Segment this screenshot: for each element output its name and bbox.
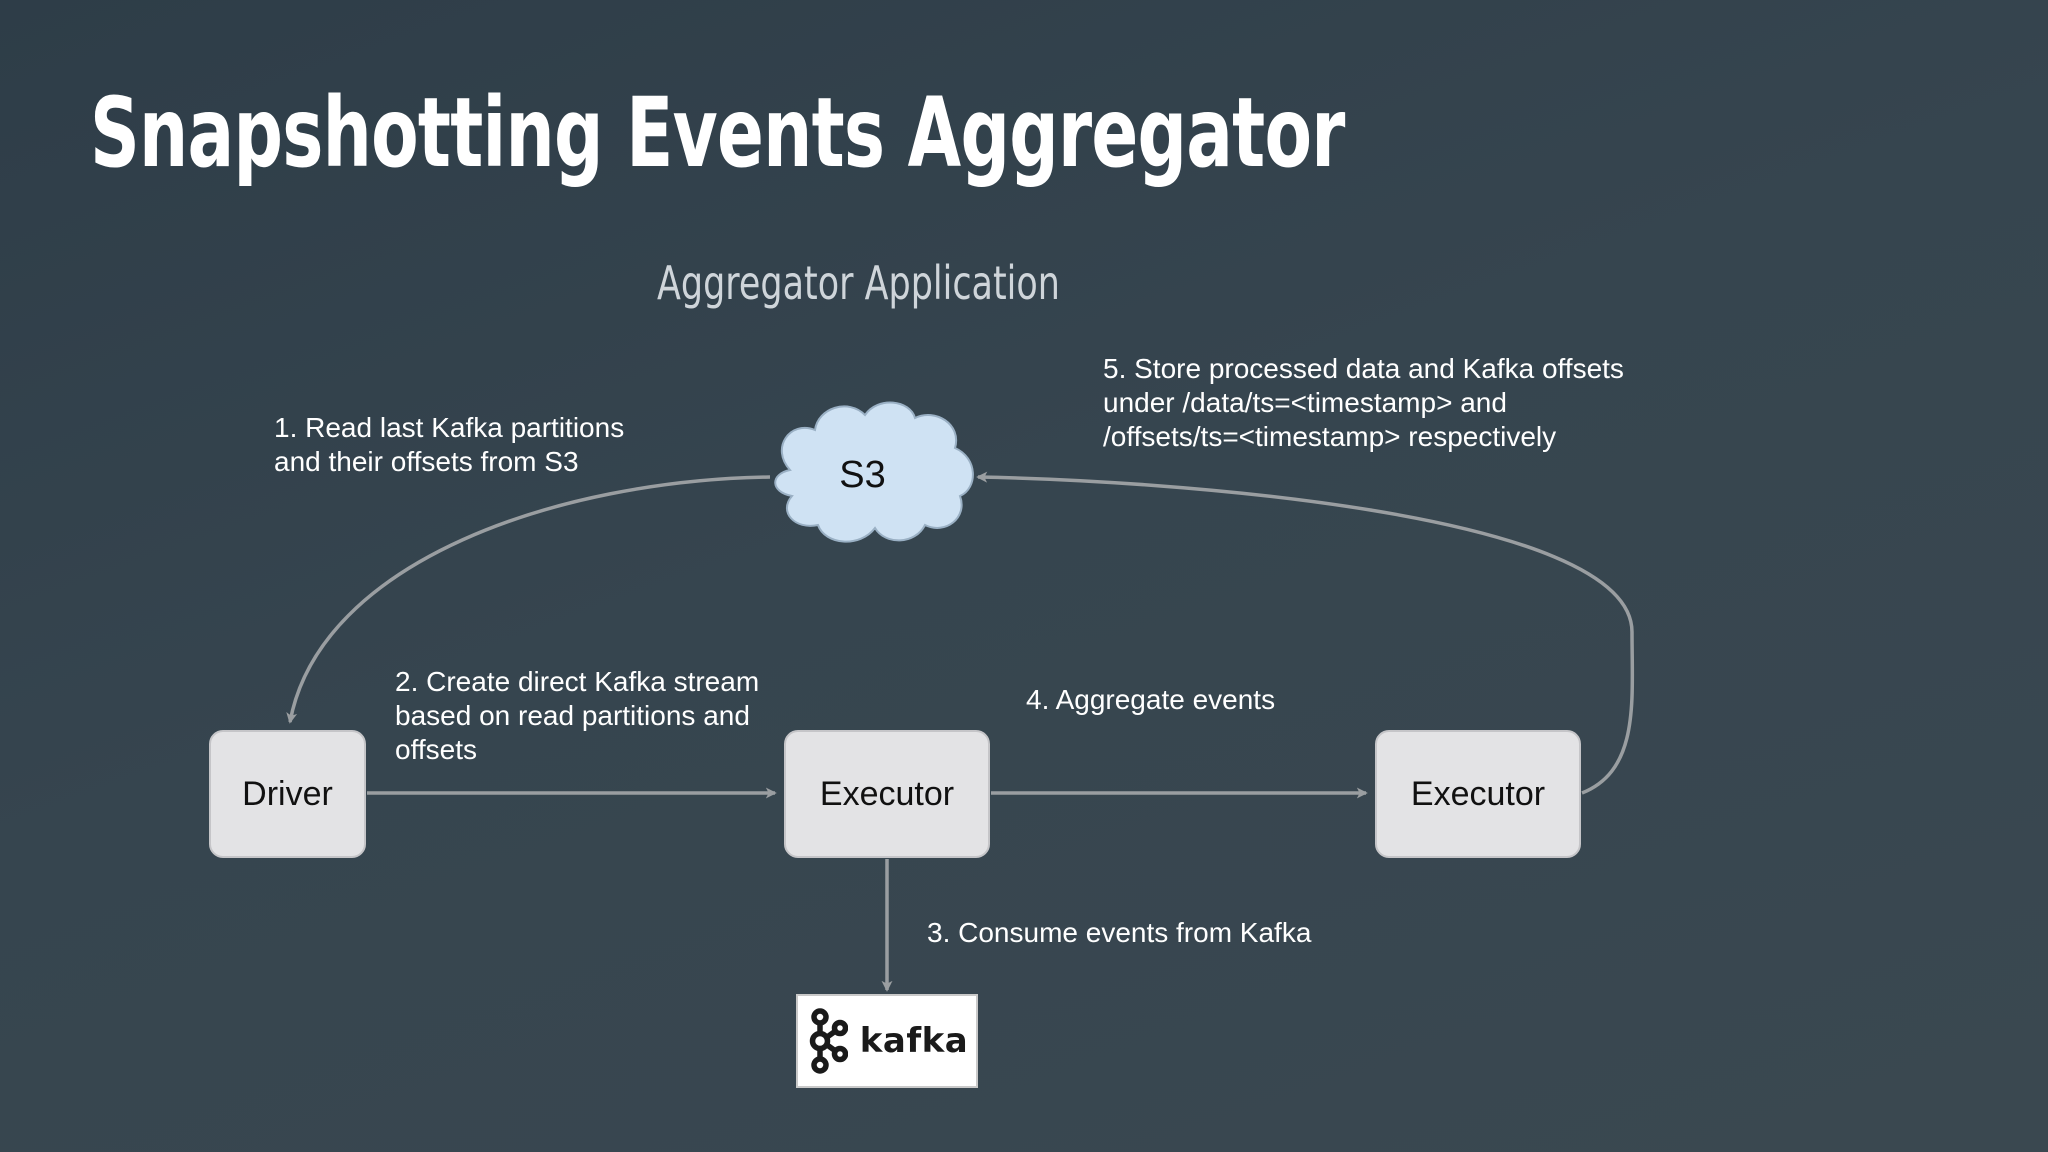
step-5-line-1: 5. Store processed data and Kafka offset… — [1103, 353, 1624, 384]
application-label: Aggregator Application — [657, 256, 1060, 310]
executor-node-1: Executor — [784, 730, 990, 858]
arrow-s3-to-driver — [286, 475, 771, 724]
step-1-line-2: and their offsets from S3 — [274, 446, 579, 477]
step-5-note: 5. Store processed data and Kafka offset… — [1103, 352, 1624, 454]
step-4-note: 4. Aggregate events — [1026, 683, 1275, 717]
step-3-note: 3. Consume events from Kafka — [927, 916, 1311, 950]
step-1-note: 1. Read last Kafka partitions and their … — [274, 411, 624, 479]
step-4-line-1: 4. Aggregate events — [1026, 684, 1276, 715]
step-3-line-1: 3. Consume events from Kafka — [927, 917, 1312, 948]
driver-label: Driver — [242, 774, 333, 813]
step-2-line-3: offsets — [395, 734, 477, 765]
kafka-wordmark: kafka — [859, 1021, 969, 1061]
slide-title: Snapshotting Events Aggregator — [90, 77, 1345, 189]
arrow-executor-to-s3 — [976, 471, 1635, 795]
kafka-logo-icon — [809, 1008, 848, 1074]
driver-node: Driver — [209, 730, 366, 858]
step-2-note: 2. Create direct Kafka stream based on r… — [395, 665, 759, 767]
executor-node-2: Executor — [1375, 730, 1581, 858]
executor-1-label: Executor — [819, 774, 955, 813]
step-5-line-3: /offsets/ts=<timestamp> respectively — [1103, 421, 1557, 452]
executor-2-label: Executor — [1410, 774, 1546, 813]
step-1-line-1: 1. Read last Kafka partitions — [274, 412, 625, 443]
step-2-line-2: based on read partitions and — [395, 700, 750, 731]
step-2-line-1: 2. Create direct Kafka stream — [395, 666, 760, 697]
step-5-line-2: under /data/ts=<timestamp> and — [1103, 387, 1507, 418]
cloud-icon — [774, 401, 974, 543]
s3-node-label: S3 — [839, 454, 886, 496]
kafka-node: kafka — [796, 994, 978, 1088]
